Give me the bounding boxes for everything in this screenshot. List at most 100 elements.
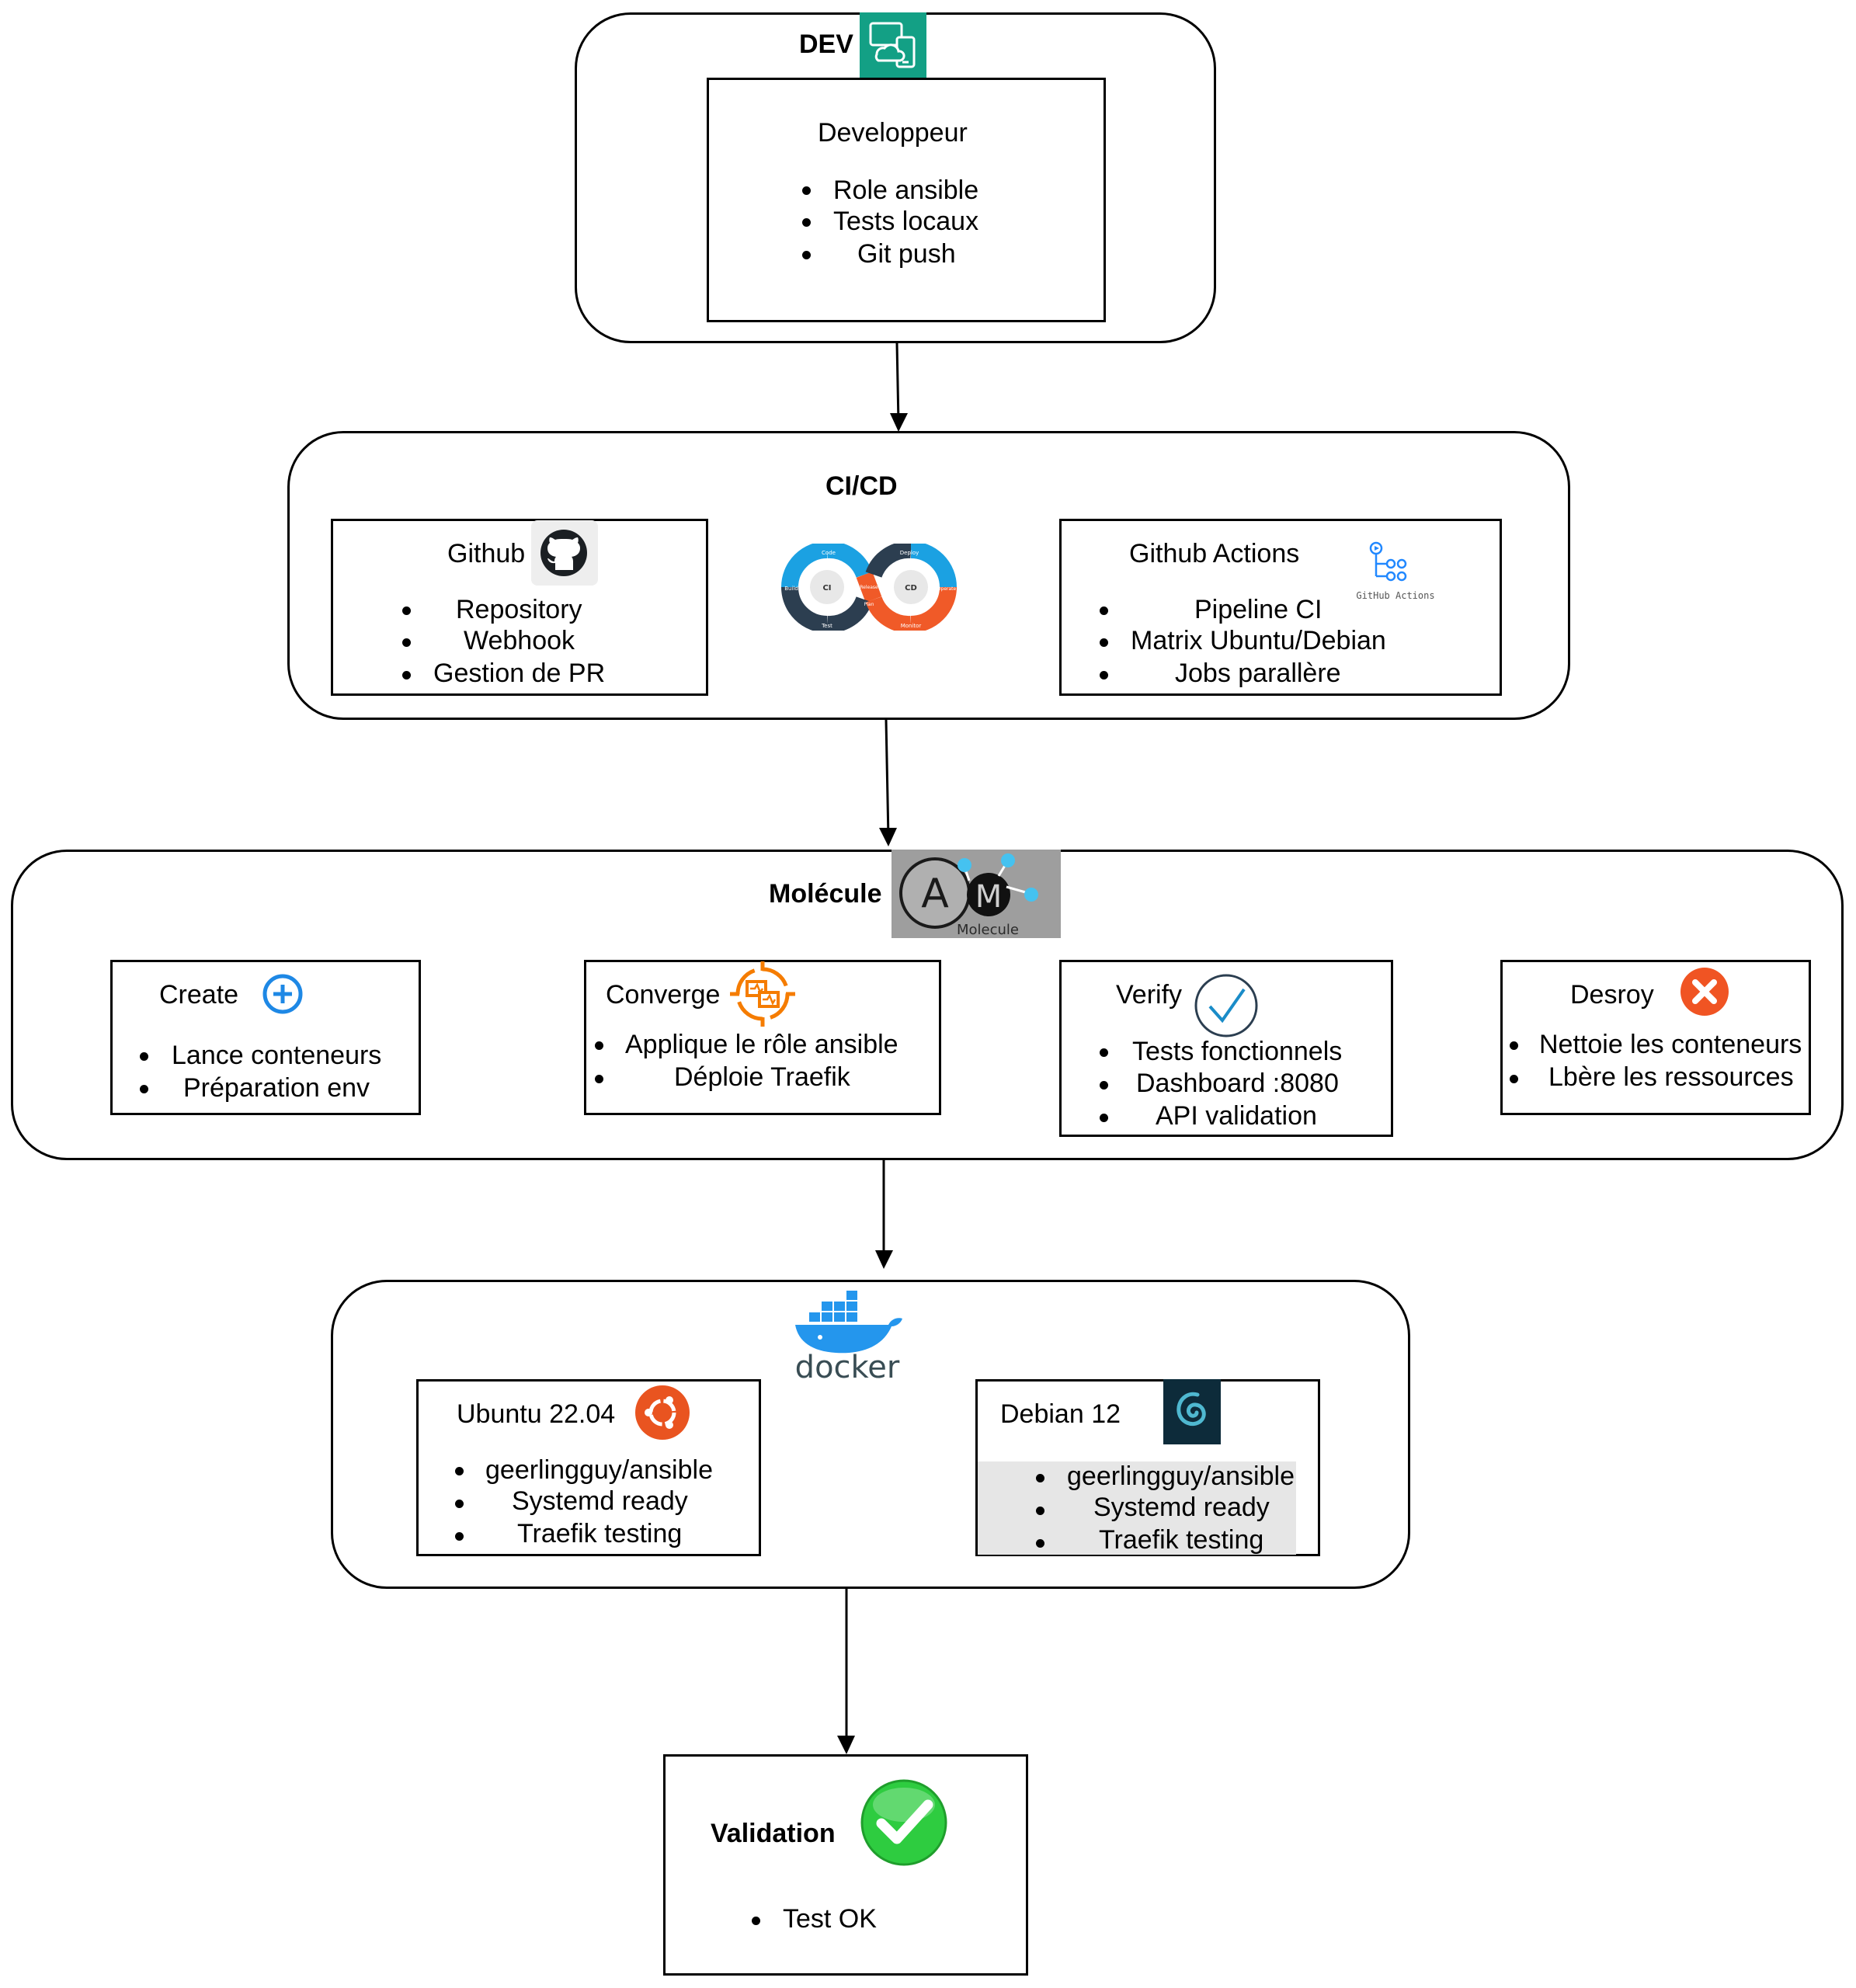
converge-title: Converge xyxy=(606,980,721,1010)
bullet xyxy=(752,1917,760,1925)
bullet xyxy=(455,1500,464,1508)
list-item: Lbère les ressources xyxy=(1548,1062,1794,1092)
bullet xyxy=(1510,1075,1518,1083)
list-item: Matrix Ubuntu/Debian xyxy=(1131,626,1386,655)
list-item: Nettoie les conteneurs xyxy=(1539,1030,1802,1059)
molecule-logo-icon: A M Molecule xyxy=(892,850,1061,938)
list-item: Systemd ready xyxy=(512,1486,688,1516)
molecule-letter: M xyxy=(975,879,1003,915)
arrow-cicd-to-molecule xyxy=(885,719,890,839)
bullet xyxy=(1036,1539,1044,1548)
bullet xyxy=(455,1532,464,1541)
list-item: Dashboard :8080 xyxy=(1136,1069,1339,1098)
bullet xyxy=(455,1467,464,1475)
destroy-step-box xyxy=(1500,960,1811,1115)
monitor-label: Monitor xyxy=(901,623,922,629)
green-check-icon xyxy=(860,1778,948,1867)
bullet xyxy=(1100,606,1108,615)
list-item: Déploie Traefik xyxy=(674,1062,850,1092)
github-icon xyxy=(531,520,598,586)
bullet xyxy=(1100,671,1108,679)
bullet xyxy=(595,1075,603,1083)
list-item: Pipeline CI xyxy=(1194,595,1322,624)
list-item: Applique le rôle ansible xyxy=(625,1030,898,1059)
cd-label: CD xyxy=(905,584,917,593)
bullet xyxy=(1100,1048,1108,1057)
validation-title: Validation xyxy=(711,1819,836,1848)
arrowhead-dev-cicd xyxy=(890,413,908,432)
bullet xyxy=(1036,1507,1044,1515)
bullet xyxy=(1100,1081,1108,1090)
verify-step-box xyxy=(1059,960,1393,1137)
bullet xyxy=(1100,1114,1108,1122)
dev-title: DEV xyxy=(799,30,853,59)
bullet xyxy=(1100,638,1108,647)
destroy-title: Desroy xyxy=(1570,980,1654,1010)
github-title: Github xyxy=(447,539,526,568)
x-circle-icon xyxy=(1679,966,1730,1017)
bullet xyxy=(402,606,411,615)
create-title: Create xyxy=(159,980,239,1010)
docker-logo-text: docker xyxy=(794,1350,900,1385)
list-item: API validation xyxy=(1156,1101,1317,1131)
bullet xyxy=(140,1085,148,1093)
list-item: Lance conteneurs xyxy=(172,1041,382,1070)
test-label: Test xyxy=(821,623,832,629)
cloud-devices-icon xyxy=(860,12,926,78)
devops-loop-icon: CI CD Code Build Test Release Deploy Ope… xyxy=(780,544,958,631)
build-label: Build xyxy=(784,586,798,592)
plan-label: Plan xyxy=(864,602,874,607)
list-item: Role ansible xyxy=(833,176,979,205)
plus-circle-icon xyxy=(261,972,304,1016)
list-item: Gestion de PR xyxy=(433,659,606,688)
verify-title: Verify xyxy=(1116,980,1183,1010)
bullet xyxy=(140,1052,148,1061)
cicd-title: CI/CD xyxy=(825,471,898,501)
arrowhead-cicd-molecule xyxy=(879,828,897,846)
docker-logo-icon: docker xyxy=(789,1286,905,1385)
validation-box xyxy=(663,1754,1028,1976)
debian-title: Debian 12 xyxy=(1000,1399,1121,1429)
code-label: Code xyxy=(822,550,836,556)
arrow-dev-to-cicd xyxy=(894,342,902,424)
list-item: Git push xyxy=(857,239,956,269)
deploy-label: Deploy xyxy=(900,550,919,556)
converge-icon xyxy=(728,960,797,1028)
github-actions-logo-text: GitHub Actions xyxy=(1356,590,1435,601)
ubuntu-title: Ubuntu 22.04 xyxy=(457,1399,616,1429)
list-item: Systemd ready xyxy=(1093,1493,1270,1522)
list-item: geerlingguy/ansible xyxy=(1067,1461,1295,1491)
bullet xyxy=(802,186,811,195)
github-actions-icon: GitHub Actions xyxy=(1353,540,1438,606)
list-item: Tests fonctionnels xyxy=(1132,1037,1343,1066)
ubuntu-icon xyxy=(635,1385,690,1440)
release-label: Release xyxy=(860,585,878,590)
bullet xyxy=(595,1041,603,1050)
debian-list-background xyxy=(978,1461,1296,1555)
debian-icon xyxy=(1163,1379,1221,1444)
bullet xyxy=(402,671,411,679)
github-actions-title: Github Actions xyxy=(1129,539,1300,568)
developpeur-box xyxy=(707,78,1106,322)
operate-label: Operate xyxy=(937,586,957,592)
bullet xyxy=(1510,1041,1518,1050)
list-item: Jobs parallère xyxy=(1175,659,1341,688)
bullet xyxy=(802,251,811,259)
list-item: geerlingguy/ansible xyxy=(485,1455,713,1485)
list-item: Préparation env xyxy=(183,1073,370,1103)
github-box xyxy=(331,519,708,696)
molecule-title: Molécule xyxy=(769,879,882,909)
ansible-letter: A xyxy=(921,871,949,917)
arrowhead-docker-validation xyxy=(837,1736,855,1754)
ubuntu-box xyxy=(416,1379,761,1556)
check-circle-icon xyxy=(1193,972,1260,1039)
list-item: Tests locaux xyxy=(833,207,979,236)
developpeur-title: Developpeur xyxy=(818,118,968,148)
bullet xyxy=(1036,1474,1044,1482)
list-item: Repository xyxy=(456,595,582,624)
list-item: Webhook xyxy=(464,626,575,655)
list-item: Traefik testing xyxy=(1099,1525,1264,1555)
list-item: Traefik testing xyxy=(517,1519,683,1548)
github-actions-box xyxy=(1059,519,1502,696)
